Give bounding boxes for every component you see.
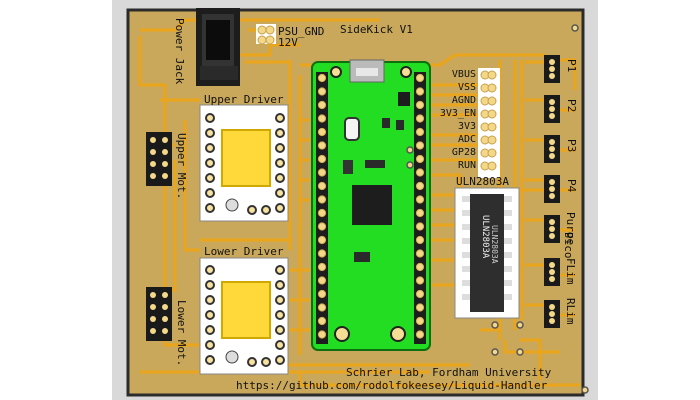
uln2803a-ic	[454, 187, 520, 319]
port-headers	[544, 55, 560, 328]
rlim-label: RLim	[564, 298, 577, 325]
upper-motor-header	[146, 132, 172, 186]
port-label: P3	[565, 139, 578, 153]
purge-label: Purge	[564, 212, 577, 246]
uln-label: ULN2803A	[456, 175, 509, 188]
12v-label: 12V	[278, 36, 298, 49]
upper-driver-module	[199, 104, 289, 222]
board-title: SideKick V1	[340, 23, 413, 36]
uln-chip-marking: ULN2803A	[480, 215, 490, 259]
pico-pin-label: GP28	[451, 147, 476, 158]
power-jack-label: Power Jack	[173, 18, 186, 85]
uln-chip-marking-2: ULN2803A	[490, 225, 499, 264]
lower-driver-label: Lower Driver	[204, 245, 284, 258]
lower-driver-module	[199, 257, 289, 375]
pico-pin-label: RUN	[457, 160, 476, 171]
port-label: P1	[565, 59, 578, 73]
upper-driver-label: Upper Driver	[204, 93, 284, 106]
repo-url-label: https://github.com/rodolfokeesey/Liquid-…	[236, 379, 548, 392]
pico-pin-label: 3V3	[457, 121, 476, 132]
pico-pin-label: ADC	[457, 134, 476, 145]
pico-signal-header	[478, 68, 500, 178]
lower-motor-header	[146, 287, 172, 341]
lower-mot-label: Lower Mot.	[175, 300, 188, 367]
psu-gnd-label: PSU_GND	[278, 25, 325, 38]
port-label: P2	[565, 99, 578, 113]
pico-board	[311, 59, 431, 351]
flim-label: FLim	[564, 258, 577, 285]
power-jack	[196, 8, 240, 86]
pico-pin-label: 3V3_EN	[439, 108, 476, 119]
psu-header	[256, 24, 276, 45]
pico-pin-label: AGND	[451, 95, 476, 106]
credit-label: Schrier Lab, Fordham University	[346, 366, 552, 379]
pico-label: Pico	[562, 232, 575, 259]
upper-mot-label: Upper Mot.	[175, 133, 188, 200]
pico-pin-label: VSS	[457, 82, 476, 93]
port-label: P4	[565, 179, 578, 193]
pico-pin-label: VBUS	[451, 69, 476, 80]
